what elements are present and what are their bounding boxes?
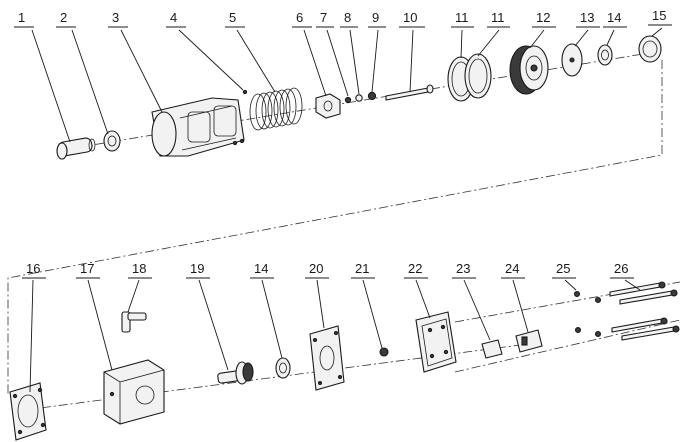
callout-23: 23: [456, 261, 470, 276]
callout-19: 19: [190, 261, 204, 276]
callout-4: 4: [170, 10, 177, 25]
part-5-spring: [249, 87, 303, 131]
part-10-rod: [385, 84, 434, 101]
part-1-fitting: [56, 137, 96, 160]
bolt-axis-lower: [454, 319, 681, 373]
callout-24: 24: [505, 261, 519, 276]
part-14-washer-upper: [597, 44, 613, 66]
callout-7: 7: [320, 10, 327, 25]
part-15-cap: [638, 35, 662, 63]
callout-10: 10: [403, 10, 417, 25]
part-6-nut: [315, 93, 341, 119]
part-17-block: [103, 359, 165, 425]
callout-16: 16: [26, 261, 40, 276]
callout-9: 9: [372, 10, 379, 25]
part-12-piston: [509, 45, 549, 95]
part-24-block: [515, 329, 543, 353]
part-4-pins: [232, 89, 248, 146]
part-11-seal-rings: [447, 53, 492, 102]
part-21-plug: [379, 347, 389, 357]
upper-axis: [61, 51, 656, 151]
callout-labels: 1 2 3 4 5 6 7 8 9 10 11 11 12 13 14 15 1…: [14, 8, 672, 279]
callout-22: 22: [408, 261, 422, 276]
callout-15: 15: [652, 8, 666, 23]
callout-20: 20: [309, 261, 323, 276]
callout-21: 21: [355, 261, 369, 276]
part-7-8-9-small-rings: [344, 91, 377, 104]
callout-18: 18: [132, 261, 146, 276]
callout-13: 13: [580, 10, 594, 25]
callout-5: 5: [229, 10, 236, 25]
part-19-valve: [217, 361, 254, 385]
callout-12: 12: [536, 10, 550, 25]
callout-11b: 11: [491, 10, 505, 25]
callout-6: 6: [296, 10, 303, 25]
callout-25: 25: [556, 261, 570, 276]
part-3-housing: [151, 97, 245, 157]
callout-3: 3: [112, 10, 119, 25]
callout-26: 26: [614, 261, 628, 276]
callout-leaders: [29, 27, 663, 393]
callout-14-lower: 14: [254, 261, 268, 276]
callout-8: 8: [344, 10, 351, 25]
callout-2: 2: [60, 10, 67, 25]
callout-14-upper: 14: [607, 10, 621, 25]
part-13-disc: [561, 43, 583, 77]
part-20-plate: [309, 325, 345, 391]
part-2-nut: [103, 130, 121, 152]
part-22-cover: [415, 311, 457, 373]
callout-1: 1: [18, 10, 25, 25]
part-23-block: [481, 339, 503, 359]
part-18-elbow-fitting: [121, 311, 147, 333]
part-25-washers: [573, 290, 602, 338]
callout-17: 17: [80, 261, 94, 276]
part-26-bolts: [609, 281, 680, 341]
part-16-gasket: [9, 382, 47, 441]
part-14-washer-lower: [275, 357, 291, 379]
transfer-axis: [7, 60, 663, 395]
callout-11a: 11: [455, 10, 469, 25]
